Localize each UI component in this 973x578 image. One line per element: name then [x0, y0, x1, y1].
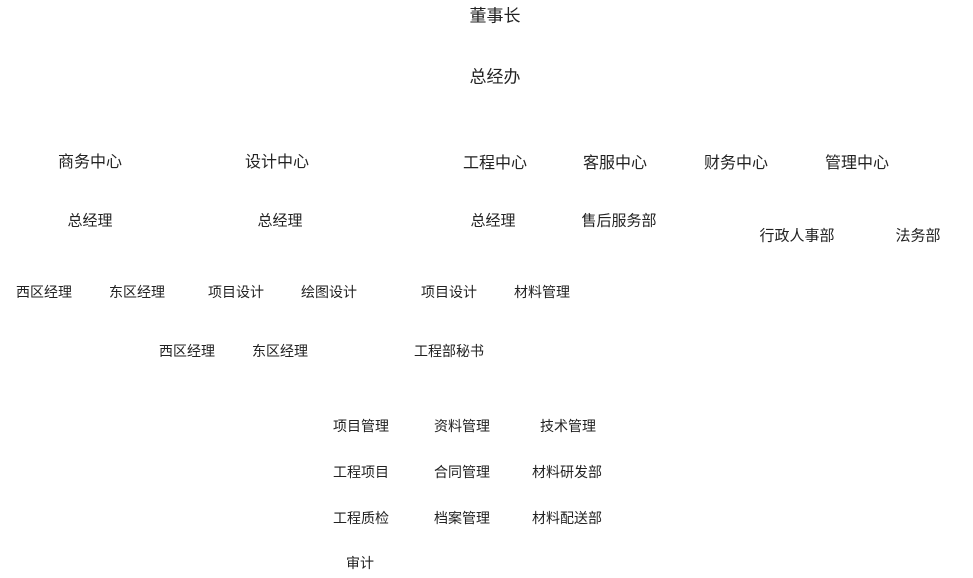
project-design-b-node: 项目设计	[421, 285, 477, 301]
legal-node: 法务部	[895, 226, 941, 245]
engineering-center-node: 工程中心	[462, 153, 528, 172]
engineering-project-node: 工程项目	[333, 465, 389, 481]
business-gm-node: 总经理	[67, 211, 113, 230]
data-management-node: 资料管理	[434, 419, 490, 435]
customer-service-center-node: 客服中心	[582, 153, 648, 172]
west-manager-a-node: 西区经理	[16, 285, 72, 301]
design-gm-node: 总经理	[257, 211, 303, 230]
engineering-gm-node: 总经理	[470, 211, 516, 230]
chairman-node: 董事长	[469, 6, 521, 27]
material-rd-node: 材料研发部	[532, 465, 602, 481]
quality-inspection-node: 工程质检	[333, 511, 389, 527]
admin-hr-node: 行政人事部	[759, 226, 835, 245]
contract-management-node: 合同管理	[434, 465, 490, 481]
project-design-a-node: 项目设计	[208, 285, 264, 301]
west-manager-b-node: 西区经理	[159, 344, 215, 360]
general-office-node: 总经办	[469, 67, 521, 88]
technical-management-node: 技术管理	[540, 419, 596, 435]
audit-node: 审计	[346, 556, 374, 572]
material-distribution-node: 材料配送部	[532, 511, 602, 527]
archive-management-node: 档案管理	[434, 511, 490, 527]
east-manager-a-node: 东区经理	[109, 285, 165, 301]
management-center-node: 管理中心	[824, 153, 890, 172]
finance-center-node: 财务中心	[703, 153, 769, 172]
after-sales-node: 售后服务部	[581, 211, 657, 230]
project-management-node: 项目管理	[333, 419, 389, 435]
engineering-secretary-node: 工程部秘书	[414, 344, 484, 360]
design-center-node: 设计中心	[244, 152, 310, 171]
business-center-node: 商务中心	[57, 152, 123, 171]
drawing-design-node: 绘图设计	[301, 285, 357, 301]
east-manager-b-node: 东区经理	[252, 344, 308, 360]
material-management-node: 材料管理	[514, 285, 570, 301]
